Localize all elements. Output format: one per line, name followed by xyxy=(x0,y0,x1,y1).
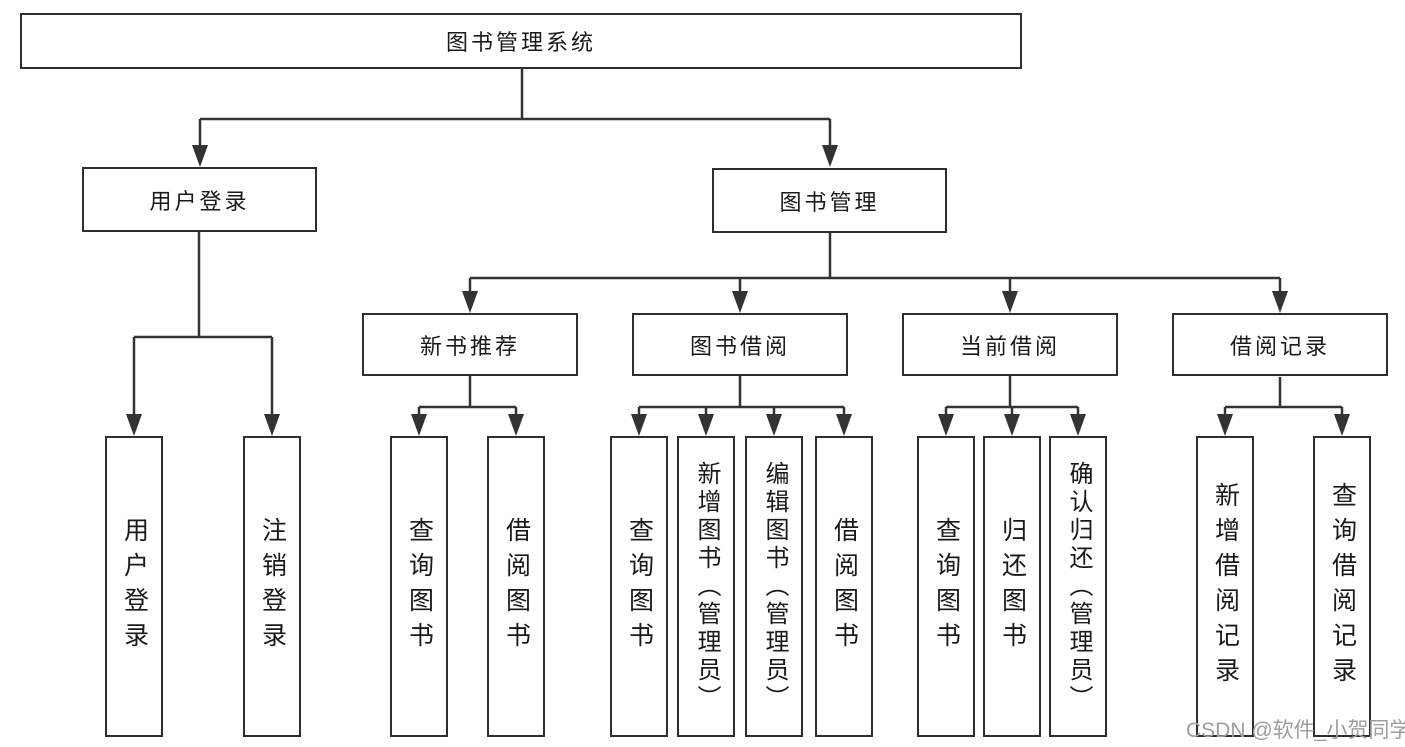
leaf-label: 借阅图书 xyxy=(502,516,531,657)
leaf-bb-query-books: 查询图书 xyxy=(610,436,668,737)
leaf-label: 借阅图书 xyxy=(830,516,859,657)
arrowheads xyxy=(126,145,1350,436)
leaf-br-add-record: 新增借阅记录 xyxy=(1196,436,1254,737)
leaf-nb-query-books: 查询图书 xyxy=(390,436,448,737)
leaf-label: 查询图书 xyxy=(625,516,654,657)
node-label: 图书借阅 xyxy=(689,333,790,359)
leaf-label: 查询借阅记录 xyxy=(1328,481,1357,692)
leaf-label: 新增借阅记录 xyxy=(1211,481,1240,692)
node-current-borrowing: 当前借阅 xyxy=(902,313,1118,376)
leaf-bb-borrow-books: 借阅图书 xyxy=(815,436,873,737)
node-label: 图书管理 xyxy=(779,189,880,215)
leaf-label: 查询图书 xyxy=(405,516,434,657)
leaf-br-query-record: 查询借阅记录 xyxy=(1313,436,1371,737)
leaf-bb-add-books-admin: 新增图书（管理员） xyxy=(677,436,735,737)
csdn-watermark: CSDN @软件_小贺同学 xyxy=(1186,719,1405,742)
node-label: 借阅记录 xyxy=(1229,333,1330,359)
leaf-cb-query-books: 查询图书 xyxy=(917,436,975,737)
leaf-label: 新增图书（管理员） xyxy=(693,460,720,713)
leaf-label: 编辑图书（管理员） xyxy=(761,460,788,713)
leaf-cb-return-books: 归还图书 xyxy=(983,436,1041,737)
node-book-management: 图书管理 xyxy=(712,168,947,233)
leaf-user-login: 用户登录 xyxy=(105,436,163,737)
node-label: 图书管理系统 xyxy=(445,30,596,55)
leaf-label: 注销登录 xyxy=(258,516,287,657)
node-book-borrowing: 图书借阅 xyxy=(632,313,848,376)
node-new-book-recommendation: 新书推荐 xyxy=(362,313,578,376)
leaf-nb-borrow-books: 借阅图书 xyxy=(487,436,545,737)
node-borrowing-records: 借阅记录 xyxy=(1172,313,1388,376)
leaf-label: 查询图书 xyxy=(932,516,961,657)
leaf-label: 确认归还（管理员） xyxy=(1065,460,1092,713)
leaf-logout: 注销登录 xyxy=(243,436,301,737)
node-library-management-system: 图书管理系统 xyxy=(20,13,1022,69)
leaf-label: 用户登录 xyxy=(120,516,149,657)
node-label: 新书推荐 xyxy=(419,333,520,359)
node-label: 用户登录 xyxy=(149,188,250,214)
node-label: 当前借阅 xyxy=(959,333,1060,359)
leaf-bb-edit-books-admin: 编辑图书（管理员） xyxy=(745,436,803,737)
node-user-login: 用户登录 xyxy=(82,167,317,232)
leaf-cb-confirm-return-admin: 确认归还（管理员） xyxy=(1049,436,1107,737)
leaf-label: 归还图书 xyxy=(998,516,1027,657)
